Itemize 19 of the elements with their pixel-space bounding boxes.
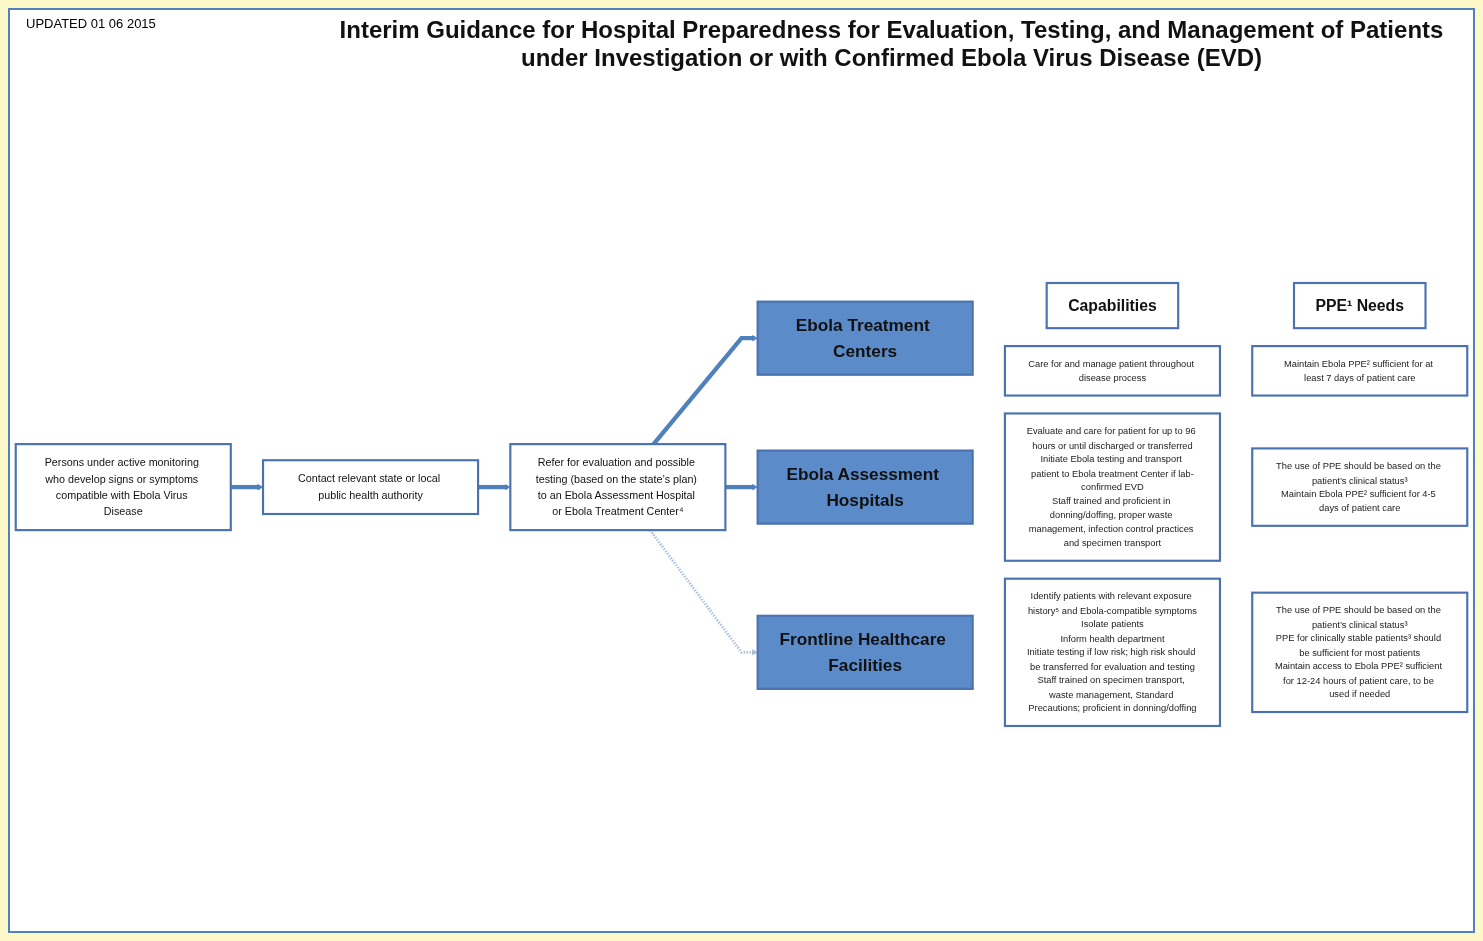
node-box: Evaluate and care for patient for up to 96 hours or until discharged or transferred Initiate Ebola testing and transport patient to Ebola treatment Center if lab-confirmed EVD Staff trained and proficient in donning/doffing, proper waste management, infection control practices and specimen transport	[1003, 412, 1222, 562]
node-box: Ebola Treatment Centers	[756, 300, 974, 376]
node-box: Contact relevant state or local public health authority	[261, 459, 480, 516]
node-box: The use of PPE should be based on the patient’s clinical status³ PPE for clinically stable patients³ should be sufficient for most patients Maintain access to Ebola PPE² sufficient for 12-24 hours of patient care, to be used if needed	[1251, 591, 1469, 714]
update-note: UPDATED 01 06 2015	[26, 16, 157, 31]
title: Interim Guidance for Hospital Preparedness for Evaluation, Testing, and Management of Patients under Investigation or with Confirmed Ebola Virus Disease (EVD)	[338, 16, 1445, 72]
arrow	[230, 483, 264, 491]
arrow	[725, 483, 758, 491]
node-box: Refer for evaluation and possible testing (based on the state’s plan) to an Ebola Assessment Hospital or Ebola Treatment Center⁴	[509, 443, 727, 532]
node-box: Maintain Ebola PPE² sufficient for at least 7 days of patient care	[1251, 345, 1469, 397]
node-box: Care for and manage patient throughout disease process	[1003, 345, 1222, 397]
node-box: Capabilities	[1045, 281, 1180, 330]
node-box: Identify patients with relevant exposure history⁵ and Ebola-compatible symptoms Isolate patients Inform health department Initiate testing if low risk; high risk should be transferred for evaluation and testing Staff trained on specimen transport, waste management, Standard Precautions; proficient in donning/doffing	[1003, 577, 1222, 728]
node-box: PPE¹ Needs	[1292, 281, 1427, 330]
node-box: Persons under active monitoring who develop signs or symptoms compatible with Ebola Virus Disease	[14, 443, 232, 532]
node-box: Ebola Assessment Hospitals	[756, 449, 974, 525]
node-box: The use of PPE should be based on the patient’s clinical status³ Maintain Ebola PPE² sufficient for 4-5 days of patient care	[1251, 447, 1469, 527]
node-box: Frontline Healthcare Facilities	[756, 614, 974, 690]
arrow	[478, 483, 511, 491]
